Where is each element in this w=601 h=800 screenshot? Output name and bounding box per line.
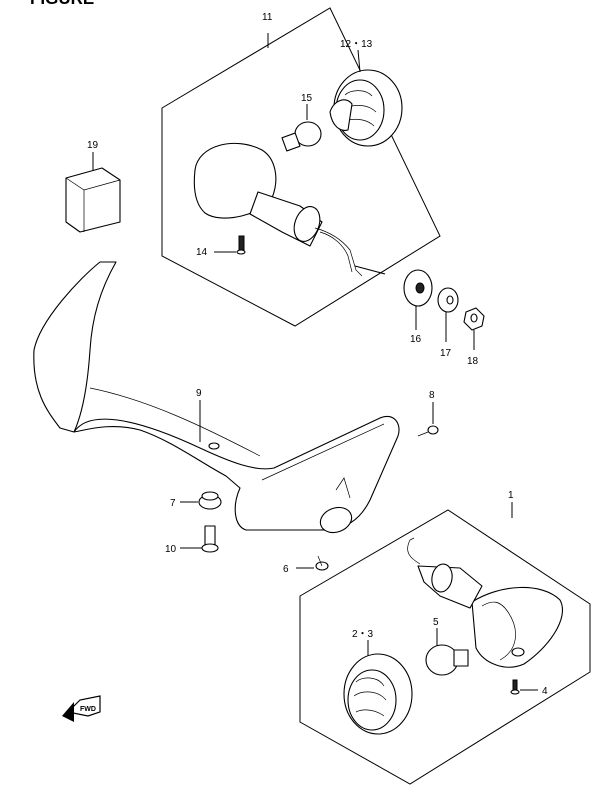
fwd-arrow-icon: FWD — [62, 695, 101, 722]
screw-4 — [510, 679, 538, 695]
turn-signal-housing-upper — [193, 142, 386, 277]
relay-19 — [65, 152, 121, 233]
callout-16: 16 — [410, 334, 422, 345]
callout-11: 11 — [262, 12, 273, 23]
callout-6: 6 — [283, 564, 289, 575]
callout-17: 17 — [440, 348, 452, 359]
lens-2-3 — [343, 640, 413, 735]
header-fragment: FIGURE — [30, 0, 94, 8]
callout-1: 1 — [508, 490, 514, 501]
callout-18: 18 — [467, 356, 479, 367]
washer-17 — [437, 287, 459, 342]
washer-16 — [403, 269, 433, 330]
assembly-box-upper — [161, 7, 441, 327]
lens-12-13 — [329, 49, 403, 147]
callout-14: 14 — [196, 247, 208, 258]
bulb-5 — [425, 628, 469, 676]
callout-5: 5 — [433, 617, 439, 628]
grommet-7 — [180, 491, 222, 510]
bolt-8 — [417, 402, 439, 437]
callout-12-13: 12・13 — [340, 39, 373, 50]
callout-10: 10 — [165, 544, 177, 555]
collar-bolt-10 — [180, 525, 219, 553]
callout-7: 7 — [170, 498, 176, 509]
turn-signal-housing-lower — [407, 537, 563, 668]
bulb-15 — [281, 104, 322, 152]
bracket-9 — [33, 261, 400, 534]
screw-14 — [214, 235, 246, 255]
nut-18 — [463, 307, 485, 350]
callout-4: 4 — [542, 686, 548, 697]
bolt-6 — [296, 555, 329, 571]
callout-9: 9 — [196, 388, 202, 399]
fwd-label: FWD — [80, 706, 96, 713]
callout-19: 19 — [87, 140, 99, 151]
callout-2-3: 2・3 — [352, 629, 374, 640]
callout-15: 15 — [301, 93, 313, 104]
assembly-box-lower — [299, 502, 591, 785]
callout-8: 8 — [429, 390, 435, 401]
